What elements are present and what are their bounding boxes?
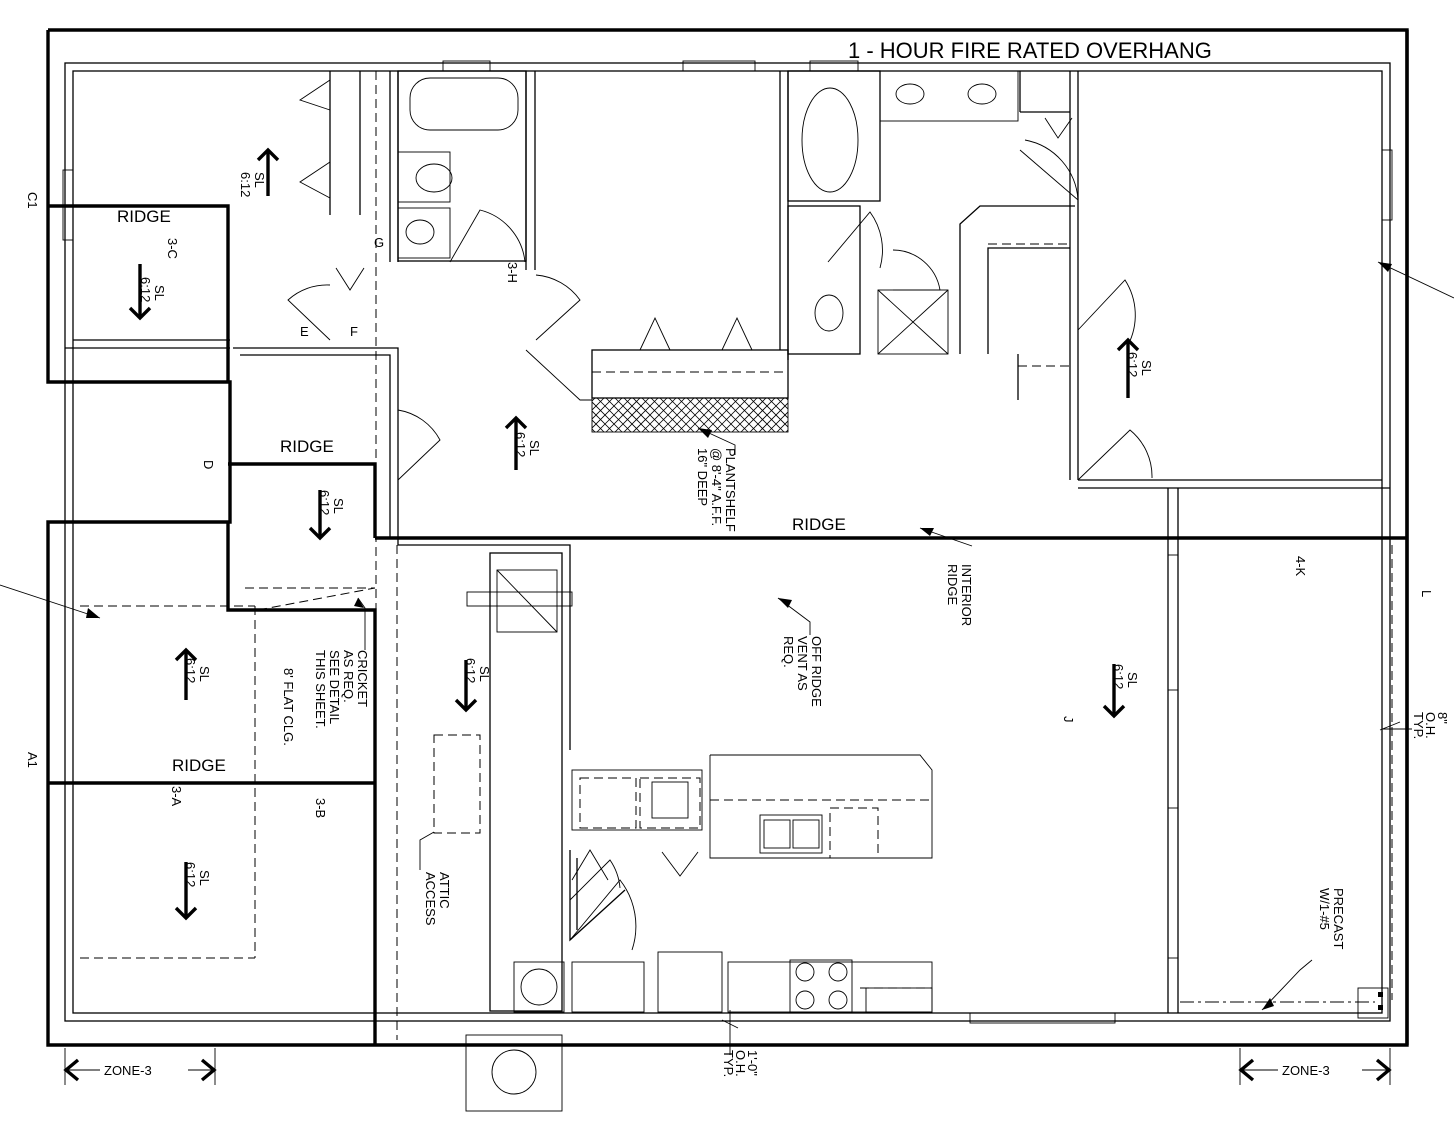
slope-sl-1: SL [252,172,267,188]
ridge-label-2: RIDGE [280,437,334,456]
note-oh1-1: 1'-0" [745,1050,760,1076]
note-precast-1: PRECAST [1331,888,1346,949]
note-interior-ridge-1: INTERIOR [959,564,974,626]
ridge-label-4: RIDGE [172,756,226,775]
note-flat-clg: 8' FLAT CLG. [281,668,296,746]
slope-pitch-5: 6:12 [1125,352,1140,377]
slope-arrow-2 [128,264,152,321]
room-label-f: F [350,324,358,339]
slope-sl-5: SL [1139,360,1154,376]
slope-pitch-9: 6:12 [183,862,198,887]
note-off-ridge-vent-3: REQ. [781,636,796,668]
slope-arrow-7 [1102,664,1126,719]
slope-arrow-3 [504,415,528,470]
note-oh8-3: TYP. [1411,712,1426,739]
zone-label-left: ZONE-3 [104,1063,152,1078]
room-label-j: J [1061,716,1076,723]
ridge-label-3: RIDGE [792,515,846,534]
slope-arrow-4 [308,490,332,541]
dimension-lines [63,728,1412,1085]
note-plantshelf-2: @ 8'-4" A.F.F. [709,448,724,526]
ac-pad [465,1034,563,1112]
slope-pitch-6: 6:12 [463,658,478,683]
room-label-3c: 3-C [165,238,180,259]
note-oh8-1: 8" [1435,712,1450,724]
slope-arrow-9 [174,862,198,921]
room-label-3h: 3-H [505,262,520,283]
slope-sl-9: SL [197,870,212,886]
slope-sl-2: SL [152,285,167,301]
slope-pitch-8: 6:12 [183,658,198,683]
room-label-3b: 3-B [313,798,328,818]
room-label-3a: 3-A [169,786,184,807]
windows [62,60,1393,1024]
slope-pitch-2: 6:12 [138,277,153,302]
note-cricket-4: THIS SHEET. [313,650,328,729]
note-oh1-3: TYP. [721,1050,736,1077]
roof-zone-lines [48,204,1407,1045]
ridge-label-1: RIDGE [117,207,171,226]
slope-sl-3: SL [527,440,542,456]
slope-sl-4: SL [331,498,346,514]
grid-mark-l: L [1419,590,1434,597]
leader-lines [0,261,1454,1029]
note-interior-ridge-2: RIDGE [945,564,960,606]
note-precast-2: W/1-#5 [1317,888,1332,930]
note-plantshelf-1: PLANTSHELF [723,448,738,532]
note-off-ridge-vent-1: OFF RIDGE [809,636,824,707]
interior-walls [64,62,1393,1040]
room-label-g: G [374,235,384,250]
plantshelf-hatch [592,398,788,432]
grid-mark-d: D [201,460,216,469]
zone-label-right: ZONE-3 [1282,1063,1330,1078]
slope-arrow-5 [1116,337,1140,398]
grid-mark-c1: C1 [25,192,40,209]
slope-pitch-3: 6:12 [513,432,528,457]
slope-pitch-4: 6:12 [317,490,332,515]
note-oh8-2: O.H. [1423,712,1438,739]
note-cricket-2: AS REQ. [341,650,356,703]
slope-arrow-8 [174,647,198,700]
slope-arrow-6 [454,660,478,713]
note-plantshelf-3: 16" DEEP [695,448,710,506]
slope-arrow-1 [256,147,280,196]
room-label-e: E [300,324,309,339]
note-attic-access-2: ACCESS [423,872,438,926]
note-cricket-1: CRICKET [355,650,370,707]
grid-mark-a1: A1 [25,752,40,768]
note-cricket-3: SEE DETAIL [327,650,342,724]
note-off-ridge-vent-2: VENT AS [795,636,810,691]
note-attic-access-1: ATTIC [437,872,452,909]
slope-sl-6: SL [477,666,492,682]
slope-pitch-1: 6:12 [238,172,253,197]
slope-arrows [128,147,1140,921]
drawing-title: 1 - HOUR FIRE RATED OVERHANG [848,38,1212,63]
slope-sl-8: SL [197,666,212,682]
door-swings [287,79,1153,951]
slope-sl-7: SL [1125,672,1140,688]
slope-pitch-7: 6:12 [1111,664,1126,689]
room-label-4k: 4-K [1293,556,1308,577]
note-oh1-2: O.H. [733,1050,748,1077]
